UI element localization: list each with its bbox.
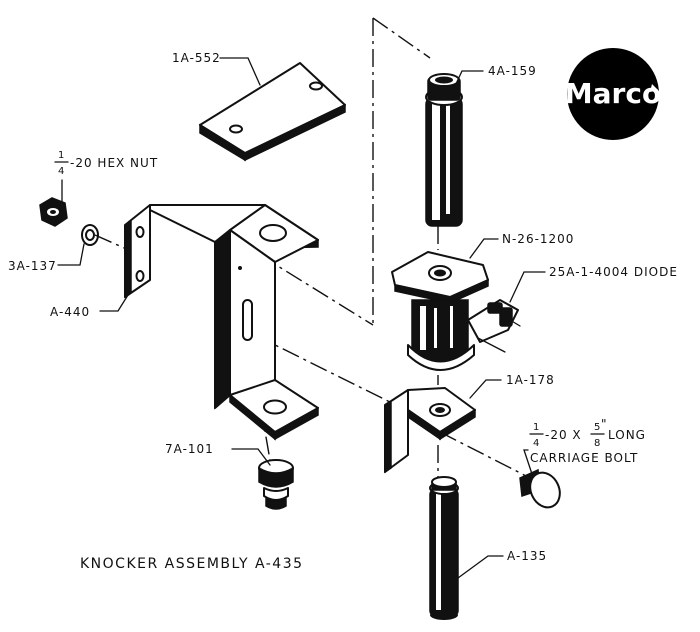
label-plunger: A-135 xyxy=(507,549,547,563)
marco-logo: Marco xyxy=(565,48,661,140)
label-washer: 3A-137 xyxy=(8,259,57,273)
coil-n-26-1200 xyxy=(391,251,521,371)
diagram-title: KNOCKER ASSEMBLY A-435 xyxy=(80,556,304,572)
label-bracket: A-440 xyxy=(50,305,90,319)
label-grommet: 7A-101 xyxy=(165,442,214,456)
label-bolt-mid: -20 X xyxy=(545,428,582,442)
logo-text: Marco xyxy=(565,77,661,110)
label-bolt-quote: " xyxy=(601,417,608,431)
label-bolt-den1: 4 xyxy=(533,438,540,449)
label-hex-nut-num: 1 xyxy=(58,150,65,161)
label-diode: 25A-1-4004 DIODE xyxy=(549,265,678,279)
lock-washer-3a-137 xyxy=(81,224,99,246)
label-plate: 1A-552 xyxy=(172,51,221,65)
label-coil: N-26-1200 xyxy=(502,232,574,246)
label-bolt-num1: 1 xyxy=(533,422,540,433)
label-plunger-tip: 4A-159 xyxy=(488,64,537,78)
part-labels: 1A-552 4A-159 1 4 -20 HEX NUT 3A-137 A-4… xyxy=(8,51,678,572)
label-hex-nut-den: 4 xyxy=(58,166,65,177)
coil-bracket-1a-178 xyxy=(384,387,476,474)
plunger-a-135 xyxy=(429,476,459,620)
plunger-tip-4a-159 xyxy=(425,73,463,227)
plate-1a-552 xyxy=(199,62,346,162)
label-bolt-line2: CARRIAGE BOLT xyxy=(530,451,638,465)
label-bolt-den2: 8 xyxy=(594,438,601,449)
label-coil-bracket: 1A-178 xyxy=(506,373,555,387)
carriage-bolt xyxy=(519,468,561,509)
label-bolt-rest: LONG xyxy=(608,428,646,442)
leader-lines xyxy=(57,57,546,579)
label-hex-nut: -20 HEX NUT xyxy=(70,156,158,170)
hex-nut xyxy=(39,197,68,227)
label-bolt-num2: 5 xyxy=(594,422,601,433)
grommet-7a-101 xyxy=(258,459,294,510)
bracket-a-440 xyxy=(124,204,319,441)
